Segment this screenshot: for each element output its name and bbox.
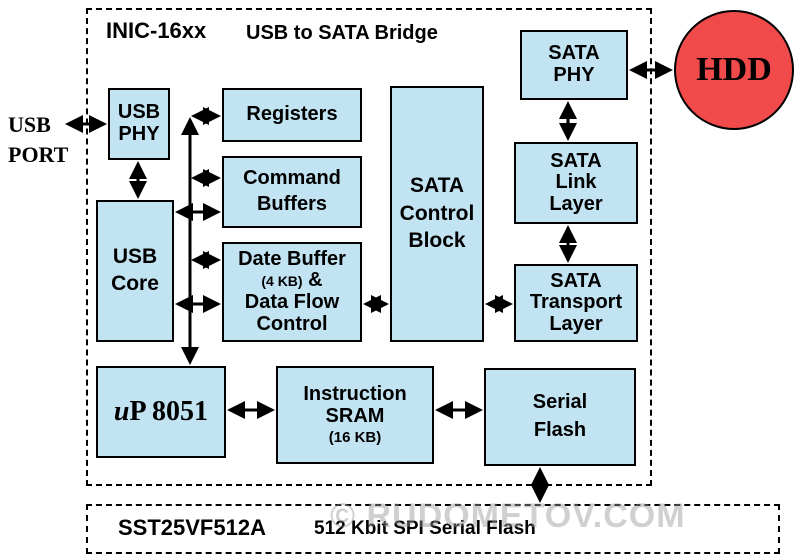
chip-boundary [86,8,652,486]
usb-port-label-line1: USB [8,112,51,137]
data-buffer-line1: Date Buffer [238,247,346,270]
usb-phy-block: USB PHY [108,88,170,160]
data-buffer-line3: Data Flow [244,291,340,313]
chip-name: INIC-16xx [106,18,207,43]
sata-transport-line3: Layer [549,312,603,335]
chip-subtitle: USB to SATA Bridge [246,22,438,44]
watermark: © RUDOMETOV.COM [330,497,686,535]
usb-core-block: USB Core [96,200,174,342]
data-buffer-size: (4 KB) [261,273,303,290]
up8051-prefix: u [113,395,130,427]
serial-flash-line1: Serial [532,391,588,414]
instruction-sram-line2: SRAM [325,404,385,427]
flash-chip-boundary [86,504,780,554]
data-buffer-ampersand: & [308,269,323,292]
registers-block: Registers [222,88,362,142]
usb-core-line1: USB [112,245,158,269]
command-buffers-block: Command Buffers [222,156,362,228]
data-buffer-line4: Control [256,312,328,335]
serial-flash-block: Serial Flash [484,368,636,466]
data-buffer-block: Date Buffer (4 KB) & Data Flow Control [222,242,362,342]
serial-flash-line2: Flash [533,419,587,441]
sata-phy-line1: SATA [548,42,600,65]
instruction-sram-block: Instruction SRAM (16 KB) [276,366,434,464]
flash-chip-part: SST25VF512A [118,515,266,540]
hdd-label: HDD [696,51,772,88]
up8051-block: uP 8051 [96,366,226,458]
instruction-sram-size: (16 KB) [328,428,382,446]
instruction-sram-line1: Instruction [303,383,407,406]
sata-control-line1: SATA [409,173,465,197]
sata-control-line3: Block [408,229,466,253]
usb-phy-line2: PHY [118,123,160,145]
hdd-disk: HDD [674,10,794,130]
sata-transport-line2: Transport [529,291,623,314]
sata-link-block: SATA Link Layer [514,142,638,224]
command-buffers-line1: Command [243,167,341,190]
usb-phy-line1: USB [117,101,161,124]
registers-label: Registers [246,103,338,126]
up8051-label: P 8051 [129,395,209,427]
sata-transport-block: SATA Transport Layer [514,264,638,342]
sata-control-line2: Control [399,201,475,225]
sata-phy-line2: PHY [553,64,595,86]
flash-chip-desc: 512 Kbit SPI Serial Flash [314,518,536,539]
command-buffers-line2: Buffers [256,193,327,215]
usb-core-line2: Core [111,272,159,295]
sata-phy-block: SATA PHY [520,30,628,100]
sata-link-line3: Layer [549,192,603,215]
sata-transport-line1: SATA [550,269,602,292]
sata-link-line1: SATA [550,149,602,172]
sata-control-block: SATA Control Block [390,86,484,342]
usb-port-label-line2: PORT [8,142,69,167]
sata-link-line2: Link [555,171,597,194]
